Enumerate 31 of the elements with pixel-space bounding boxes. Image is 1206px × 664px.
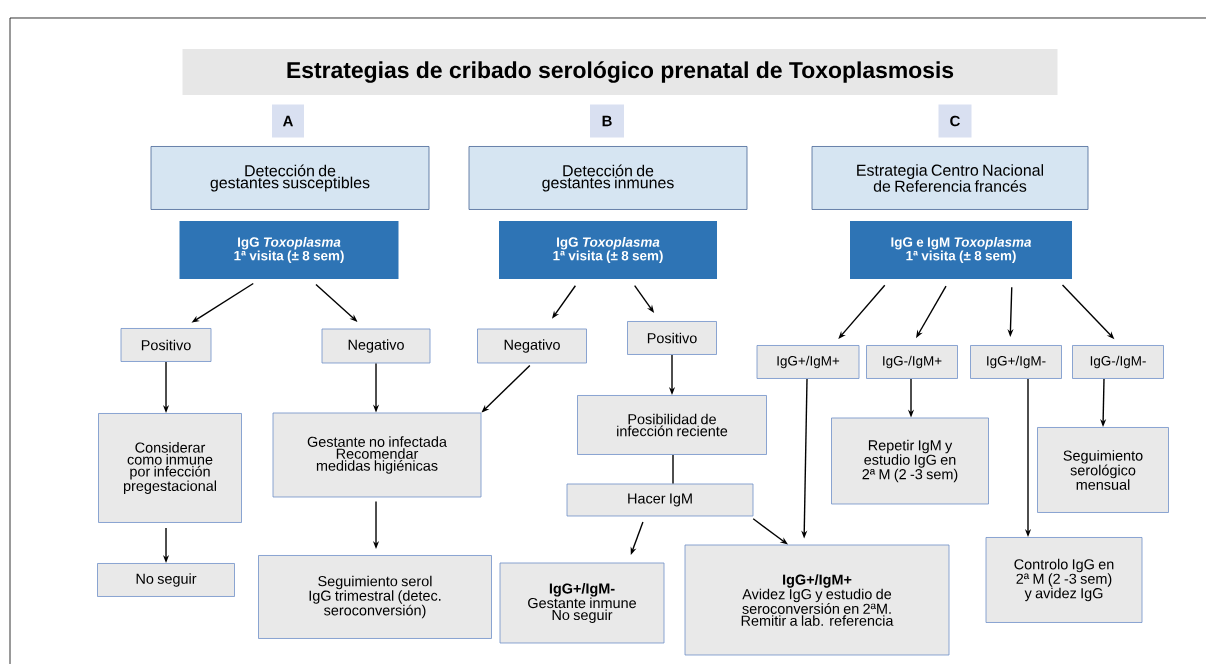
strategy-box: Detección de gestantes susceptibles	[150, 146, 430, 210]
arrow	[752, 518, 788, 545]
result-box: IgG-/IgM-	[1072, 345, 1164, 379]
section-letter: C	[938, 104, 972, 138]
result-box: Gestante no infectada Recomendar medidas higiénicas	[272, 412, 482, 498]
result-box: IgG+/IgM- Gestante inmune No seguir	[499, 562, 665, 644]
result-box: Seguimiento serol IgG trimestral (detec. seroconversión)	[258, 555, 492, 639]
result-box: Hacer IgM	[566, 483, 754, 517]
result-box: Negativo	[477, 328, 587, 364]
test-box: IgG Toxoplasma 1ª visita (± 8 sem)	[179, 221, 399, 279]
result-box: Considerar como inmune por infección pregestacional	[98, 413, 242, 523]
connector-line	[672, 454, 674, 485]
result-box: IgG+/IgM+ Avidez IgG y estudio de seroconversión en 2ªM. Remitir a lab. referencia	[684, 544, 950, 656]
result-box: No seguir	[97, 563, 235, 597]
section-letter: A	[272, 104, 304, 138]
result-box: IgG-/IgM+	[866, 345, 958, 379]
title-banner: Estrategias de cribado serológico prenatal de Toxoplasmosis	[182, 49, 1058, 95]
section-letter: B	[590, 104, 624, 138]
strategy-box: Estrategia Centro Nacional de Referencia francés	[811, 146, 1089, 210]
strategy-box: Detección de gestantes inmunes	[468, 146, 748, 210]
result-box: Positivo	[120, 328, 212, 362]
result-box: Controlo IgG en 2ª M (2 -3 sem) y avidez IgG	[985, 537, 1143, 623]
result-box: Positivo	[627, 321, 717, 355]
result-box: IgG+/IgM-	[970, 345, 1062, 379]
result-box: Seguimiento serológico mensual	[1037, 427, 1169, 513]
result-box: Repetir IgM y estudio IgG en 2ª M (2 -3 sem)	[831, 417, 989, 505]
test-box: IgG Toxoplasma 1ª visita (± 8 sem)	[499, 221, 717, 279]
result-box: Posibilidad de infección reciente	[577, 395, 767, 455]
test-box: IgG e IgM Toxoplasma 1ª visita (± 8 sem)	[850, 221, 1072, 279]
result-box: IgG+/IgM+	[756, 345, 860, 379]
result-box: Negativo	[321, 328, 431, 364]
